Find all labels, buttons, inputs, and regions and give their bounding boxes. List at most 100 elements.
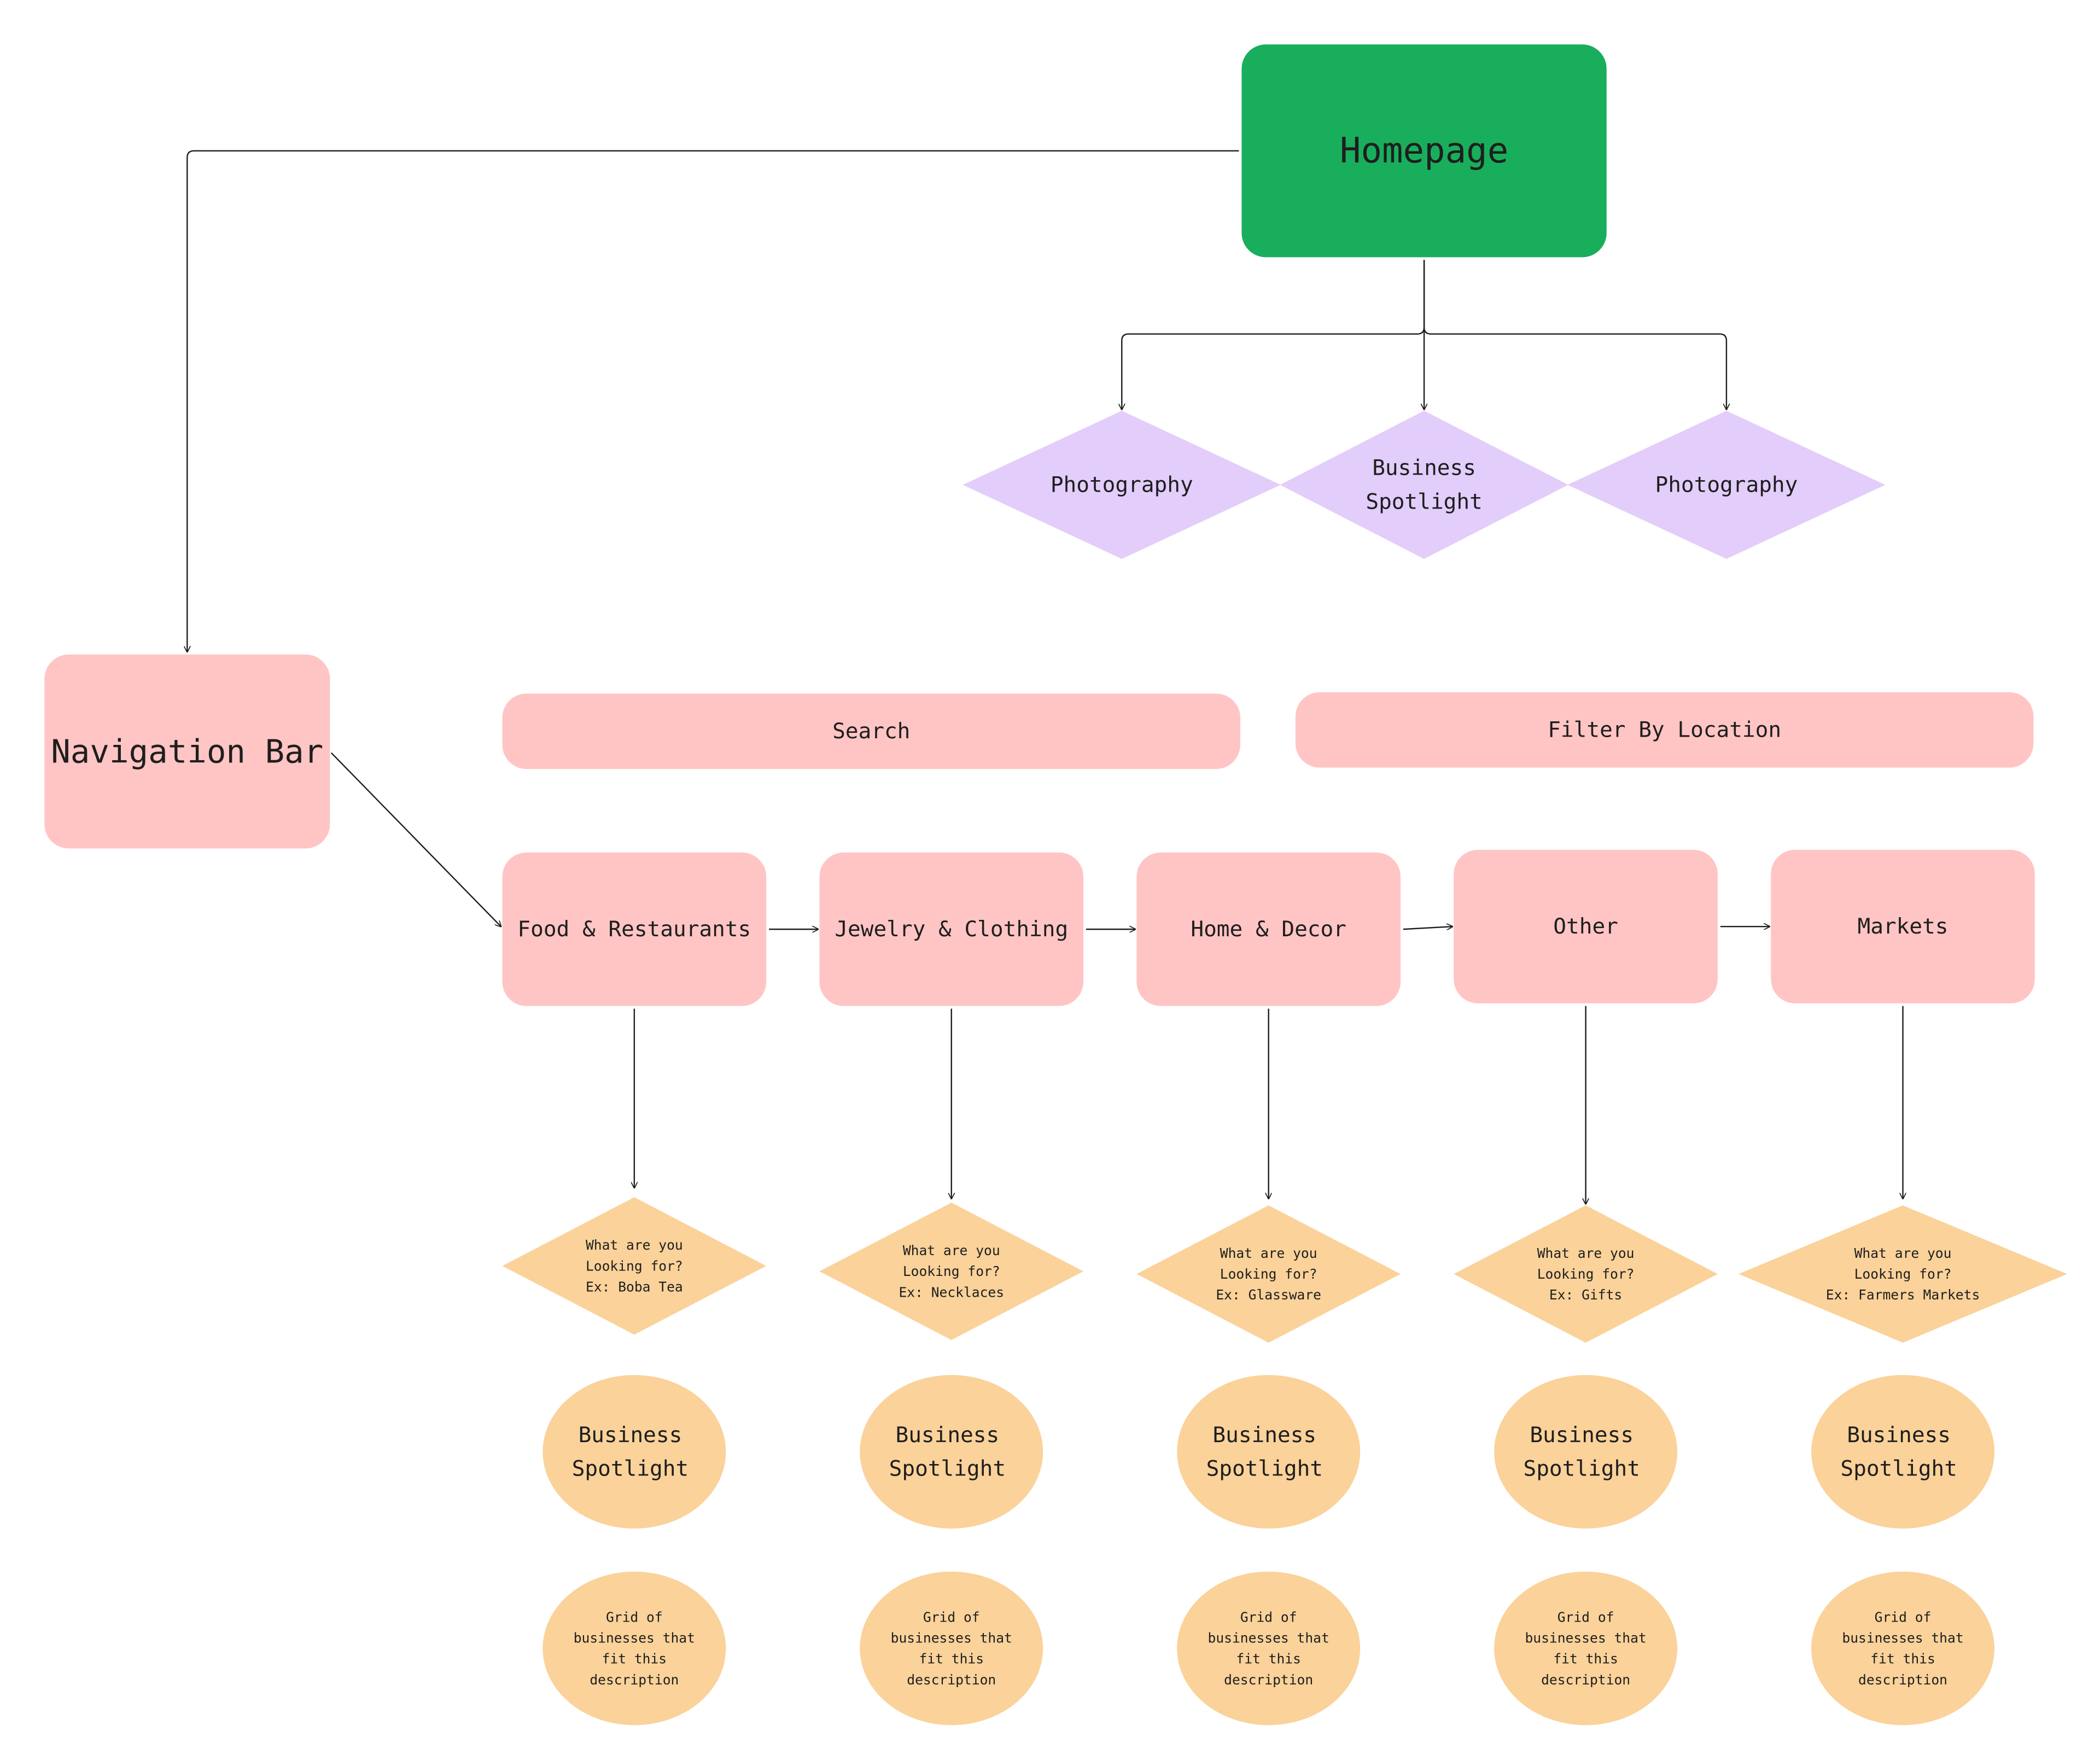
category-spotlight-text: Spotlight [1523,1456,1640,1481]
category-prompt-text: What are you [903,1243,1000,1258]
category-4-node-shape [1771,849,2035,1004]
category-label: Home & Decor [1191,917,1346,942]
category-grid-text: fit this [1236,1651,1301,1667]
category-prompt-text: What are you [1854,1245,1952,1261]
category-spotlight-text: Business [896,1422,1000,1448]
category-4-grid-shape [1811,1571,1994,1725]
category-3-spotlight-shape [1494,1375,1678,1529]
search-node[interactable]: Search [502,693,1240,769]
category-2-spotlight-shape [1177,1375,1361,1529]
category-grid-text: fit this [1553,1651,1618,1667]
homepage-feature-0: Photography [962,411,1281,559]
category-3-prompt-shape [1454,1205,1718,1343]
category-prompt-text: What are you [1537,1245,1635,1261]
category-3-grid: Grid of businesses that fit this descriptio… [1494,1571,1678,1725]
category-1-node-shape [819,852,1084,1006]
category-prompt-text: What are you [586,1237,683,1253]
category-1-prompt-shape [819,1203,1084,1340]
category-3-node[interactable]: Other [1454,849,1718,1004]
category-prompt-text: Ex: Gifts [1549,1287,1622,1303]
navigation-bar-label: Navigation Bar [51,733,323,771]
category-grid-text: fit this [919,1651,984,1667]
connector-homepage-to-feature-0 [1122,260,1425,409]
category-4-grid: Grid of businesses that fit this descriptio… [1811,1571,1994,1725]
category-grid-text: description [1541,1672,1630,1688]
category-grid-text: businesses that [574,1630,695,1646]
category-0-node[interactable]: Food & Restaurants [502,852,767,1006]
category-4-prompt-shape [1739,1205,2067,1343]
category-label: Other [1553,914,1618,939]
filter-location-node[interactable]: Filter By Location [1295,692,2034,768]
category-0-node-shape [502,852,767,1006]
category-prompt-text: Ex: Glassware [1216,1287,1321,1303]
category-spotlight-text: Business [1847,1422,1951,1448]
category-prompt-text: Looking for? [1220,1266,1317,1282]
category-prompt-text: Ex: Farmers Markets [1826,1287,1980,1303]
navigation-bar-node[interactable]: Navigation Bar [44,654,330,849]
category-spotlight-text: Business [1212,1422,1316,1448]
category-grid-text: description [1858,1672,1947,1688]
connector-homepage-to-navigation [187,150,1239,652]
category-spotlight-text: Business [579,1422,682,1448]
filter-location-label: Filter By Location [1548,718,1781,743]
category-grid-text: Grid of [1240,1609,1297,1625]
category-1-grid-shape [860,1571,1043,1725]
category-prompt-text: Looking for? [1537,1266,1635,1282]
category-0-spotlight-shape [542,1375,726,1529]
homepage-feature-2-shape [1567,411,1886,559]
category-spotlight-text: Spotlight [889,1456,1006,1481]
category-prompt-text: Ex: Boba Tea [586,1279,683,1294]
category-grid-text: fit this [1870,1651,1935,1667]
search-label: Search [832,719,910,744]
category-2-prompt-shape [1136,1205,1401,1343]
search-node-shape [502,693,1240,769]
category-3-node-shape [1454,849,1718,1004]
category-grid-text: businesses that [1208,1630,1329,1646]
category-prompt-text: Looking for? [586,1258,683,1274]
category-4-spotlight-shape [1811,1375,1994,1529]
category-prompt-text: Ex: Necklaces [899,1284,1004,1300]
category-2-grid-shape [1177,1571,1361,1725]
category-spotlight-text: Spotlight [1206,1456,1323,1481]
category-prompt-text: Looking for? [1854,1266,1952,1282]
category-grid-text: description [590,1672,679,1688]
homepage-feature-label: Photography [1051,473,1193,498]
category-label: Jewelry & Clothing [835,917,1068,942]
category-grid-text: Grid of [1558,1609,1614,1625]
category-prompt-text: Looking for? [903,1263,1000,1279]
homepage-feature-label: Business [1372,456,1476,481]
category-grid-text: businesses that [1842,1630,1963,1646]
category-grid-text: businesses that [1525,1630,1646,1646]
homepage-feature-label: Spotlight [1366,489,1482,514]
category-3-grid-shape [1494,1571,1678,1725]
category-grid-text: Grid of [923,1609,980,1625]
connector-homepage-to-feature-2 [1423,327,1726,409]
category-4-node[interactable]: Markets [1771,849,2035,1004]
homepage-feature-2: Photography [1567,411,1886,559]
homepage-node: Homepage [1241,44,1607,258]
category-label: Markets [1858,914,1949,939]
category-0-prompt-shape [502,1197,767,1335]
category-grid-text: Grid of [606,1609,663,1625]
category-2-node-shape [1136,852,1401,1006]
category-prompt-text: What are you [1220,1245,1317,1261]
category-1-node[interactable]: Jewelry & Clothing [819,852,1084,1006]
connector-category-2-to-3 [1403,926,1452,929]
category-2-node[interactable]: Home & Decor [1136,852,1401,1006]
category-grid-text: Grid of [1875,1609,1932,1625]
category-spotlight-text: Spotlight [1840,1456,1957,1481]
